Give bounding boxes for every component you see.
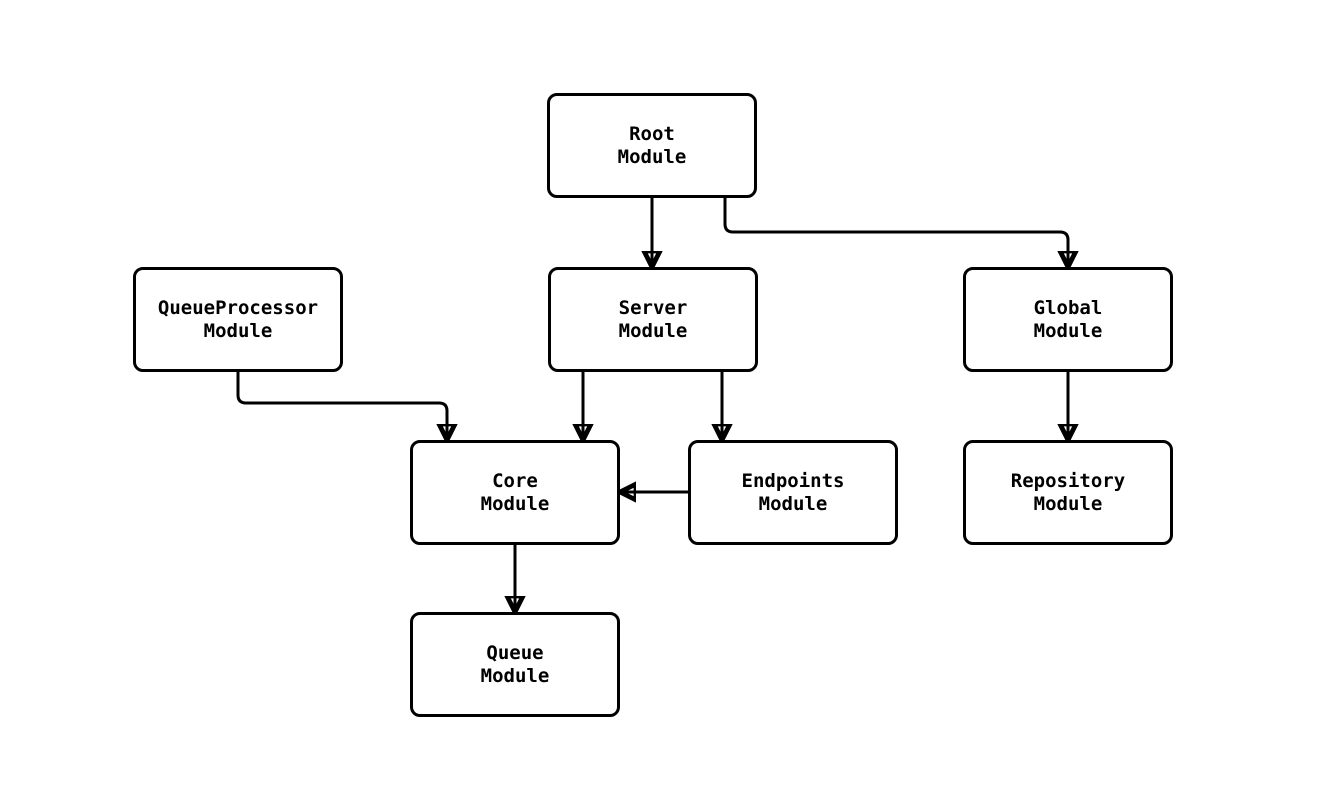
node-label-line: Core xyxy=(492,469,538,492)
node-queue-module: Queue Module xyxy=(410,612,620,717)
node-label-line: Module xyxy=(1033,492,1103,515)
node-label-line: Module xyxy=(203,319,273,342)
edge-root-to-global xyxy=(723,198,1068,267)
node-root-module: Root Module xyxy=(547,93,757,198)
node-global-module: Global Module xyxy=(963,267,1173,372)
node-label-line: Module xyxy=(480,664,550,687)
node-queueprocessor-module: QueueProcessor Module xyxy=(133,267,343,372)
node-server-module: Server Module xyxy=(548,267,758,372)
edge-queueprocessor-to-core xyxy=(236,372,447,440)
node-label-line: QueueProcessor xyxy=(157,296,319,319)
node-label-line: Module xyxy=(617,145,687,168)
node-label-line: Repository xyxy=(1010,469,1126,492)
node-label-line: Module xyxy=(480,492,550,515)
node-label-line: Module xyxy=(1033,319,1103,342)
node-label-line: Module xyxy=(618,319,688,342)
node-endpoints-module: Endpoints Module xyxy=(688,440,898,545)
node-label-line: Endpoints xyxy=(741,469,845,492)
node-label-line: Global xyxy=(1033,296,1103,319)
node-label-line: Root xyxy=(629,122,675,145)
node-core-module: Core Module xyxy=(410,440,620,545)
node-repository-module: Repository Module xyxy=(963,440,1173,545)
node-label-line: Module xyxy=(758,492,828,515)
node-label-line: Server xyxy=(618,296,688,319)
node-label-line: Queue xyxy=(486,641,544,664)
